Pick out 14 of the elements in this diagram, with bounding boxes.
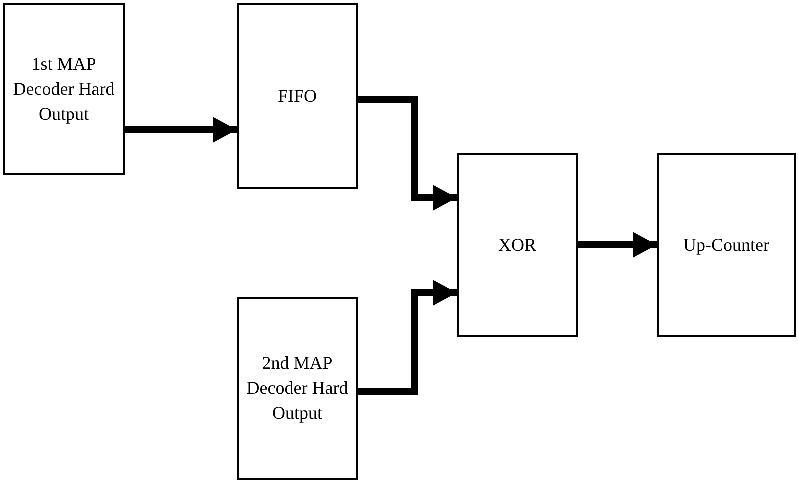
arrow	[358, 280, 457, 396]
arrow	[578, 232, 657, 258]
process-box	[237, 297, 358, 480]
process-box	[457, 153, 578, 337]
box-label: XOR	[498, 234, 536, 256]
box-label: 1st MAP Decoder Hard Output	[12, 52, 116, 126]
arrow	[358, 96, 457, 211]
box-label: Up-Counter	[684, 234, 770, 257]
box-label: FIFO	[278, 84, 317, 108]
process-box	[237, 3, 358, 189]
process-box	[657, 153, 796, 337]
arrow	[125, 117, 237, 143]
box-label: 2nd MAP Decoder Hard Output	[246, 352, 350, 425]
process-box	[3, 3, 125, 175]
